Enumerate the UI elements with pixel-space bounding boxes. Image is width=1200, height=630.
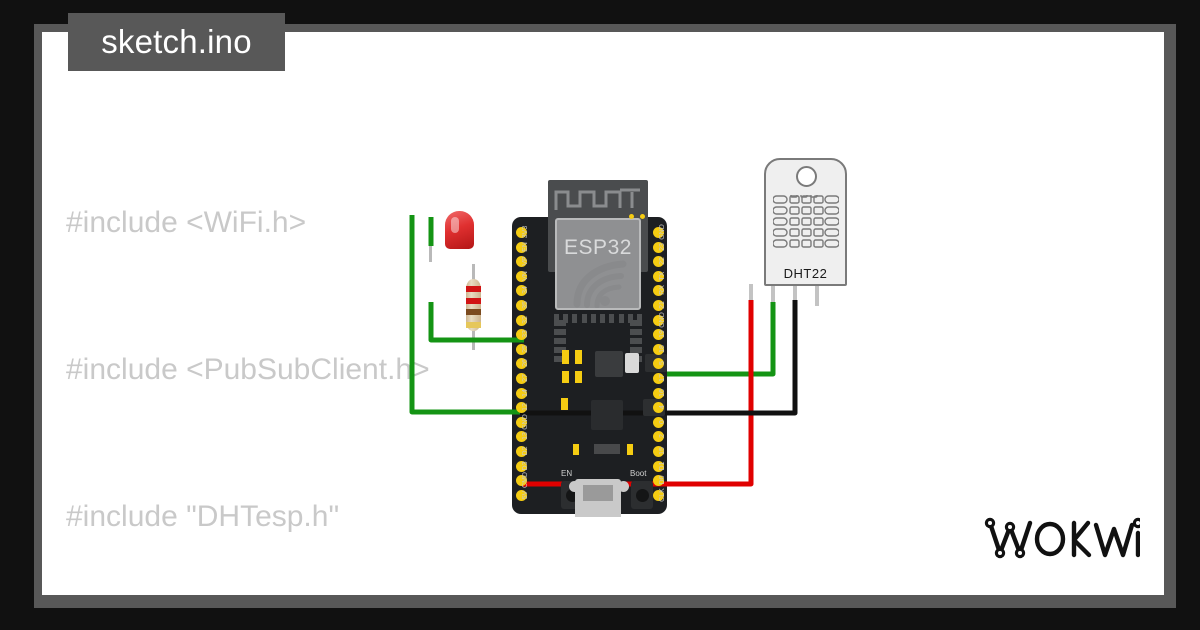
wokwi-logo	[984, 517, 1140, 559]
code-editor-text: #include <WiFi.h> #include <PubSubClient…	[66, 100, 1066, 595]
code-line: #include <PubSubClient.h>	[66, 353, 430, 386]
project-canvas: #include <WiFi.h> #include <PubSubClient…	[42, 32, 1164, 595]
code-line: #include "DHTesp.h"	[66, 500, 340, 533]
code-line: #include <WiFi.h>	[66, 206, 307, 239]
file-tab-sketch-ino[interactable]: sketch.ino	[68, 13, 285, 71]
